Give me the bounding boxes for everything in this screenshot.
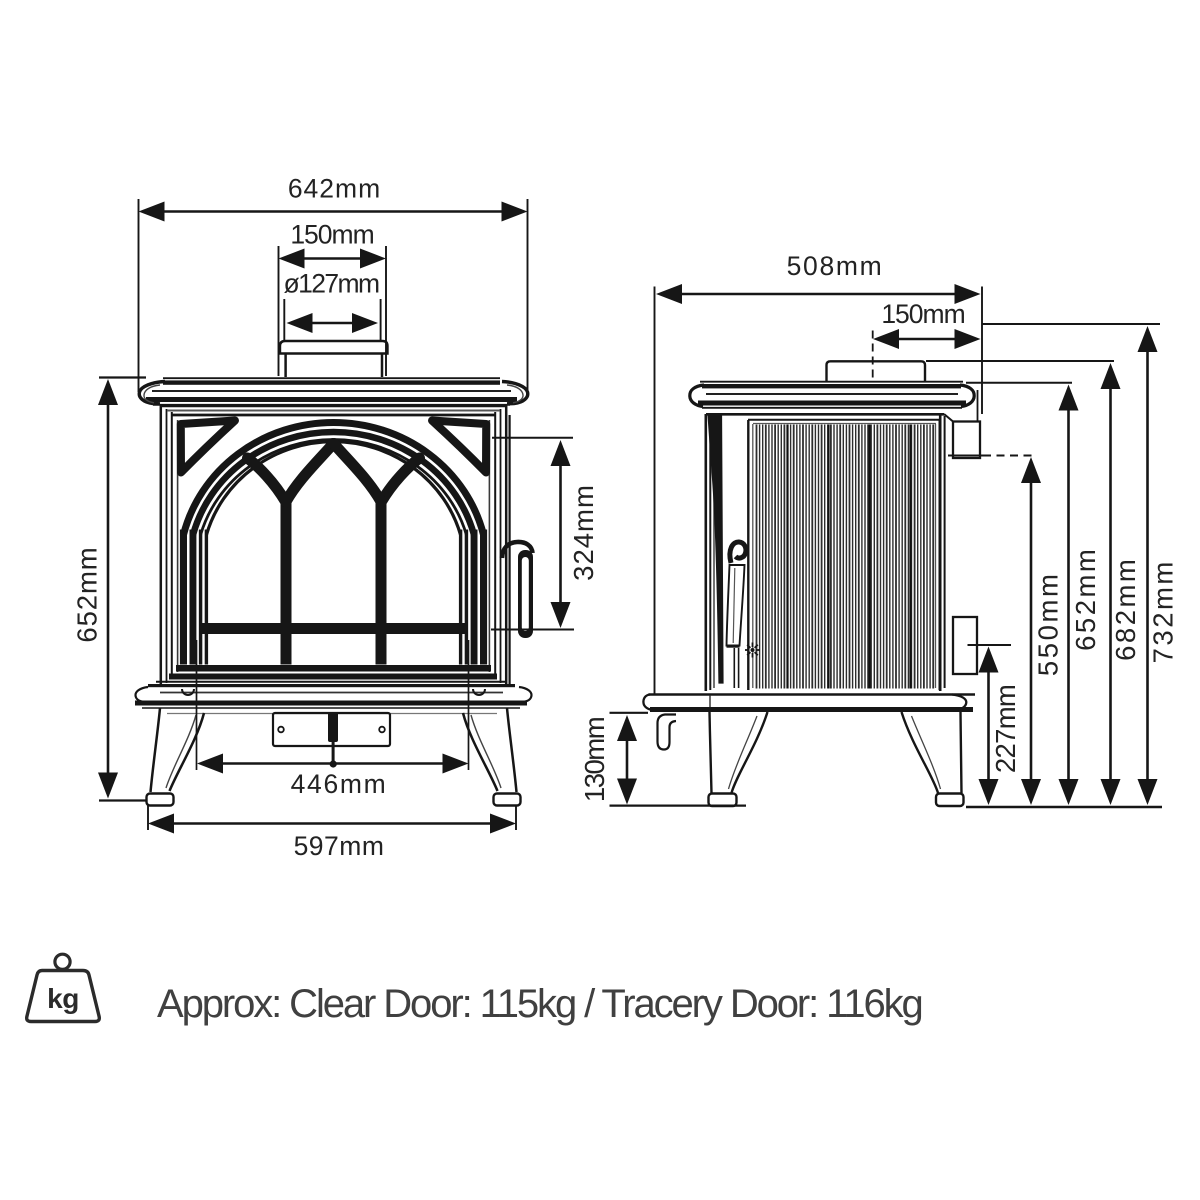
svg-text:ø127mm: ø127mm: [284, 269, 379, 299]
svg-text:682mm: 682mm: [1110, 557, 1141, 661]
svg-text:150mm: 150mm: [881, 299, 964, 329]
svg-text:324mm: 324mm: [568, 484, 599, 581]
svg-text:227mm: 227mm: [990, 685, 1021, 773]
svg-text:Approx: Clear Door: 115kg / Tr: Approx: Clear Door: 115kg / Tracery Door…: [157, 982, 922, 1026]
svg-text:597mm: 597mm: [294, 831, 385, 861]
svg-text:732mm: 732mm: [1148, 559, 1179, 663]
svg-text:446mm: 446mm: [291, 769, 388, 799]
svg-text:652mm: 652mm: [72, 546, 103, 642]
svg-text:150mm: 150mm: [290, 220, 373, 250]
svg-text:550mm: 550mm: [1033, 571, 1064, 676]
svg-text:130mm: 130mm: [579, 717, 610, 802]
svg-text:652mm: 652mm: [1070, 547, 1101, 651]
svg-text:508mm: 508mm: [787, 251, 884, 281]
svg-text:kg: kg: [47, 983, 79, 1014]
svg-text:642mm: 642mm: [288, 174, 381, 204]
